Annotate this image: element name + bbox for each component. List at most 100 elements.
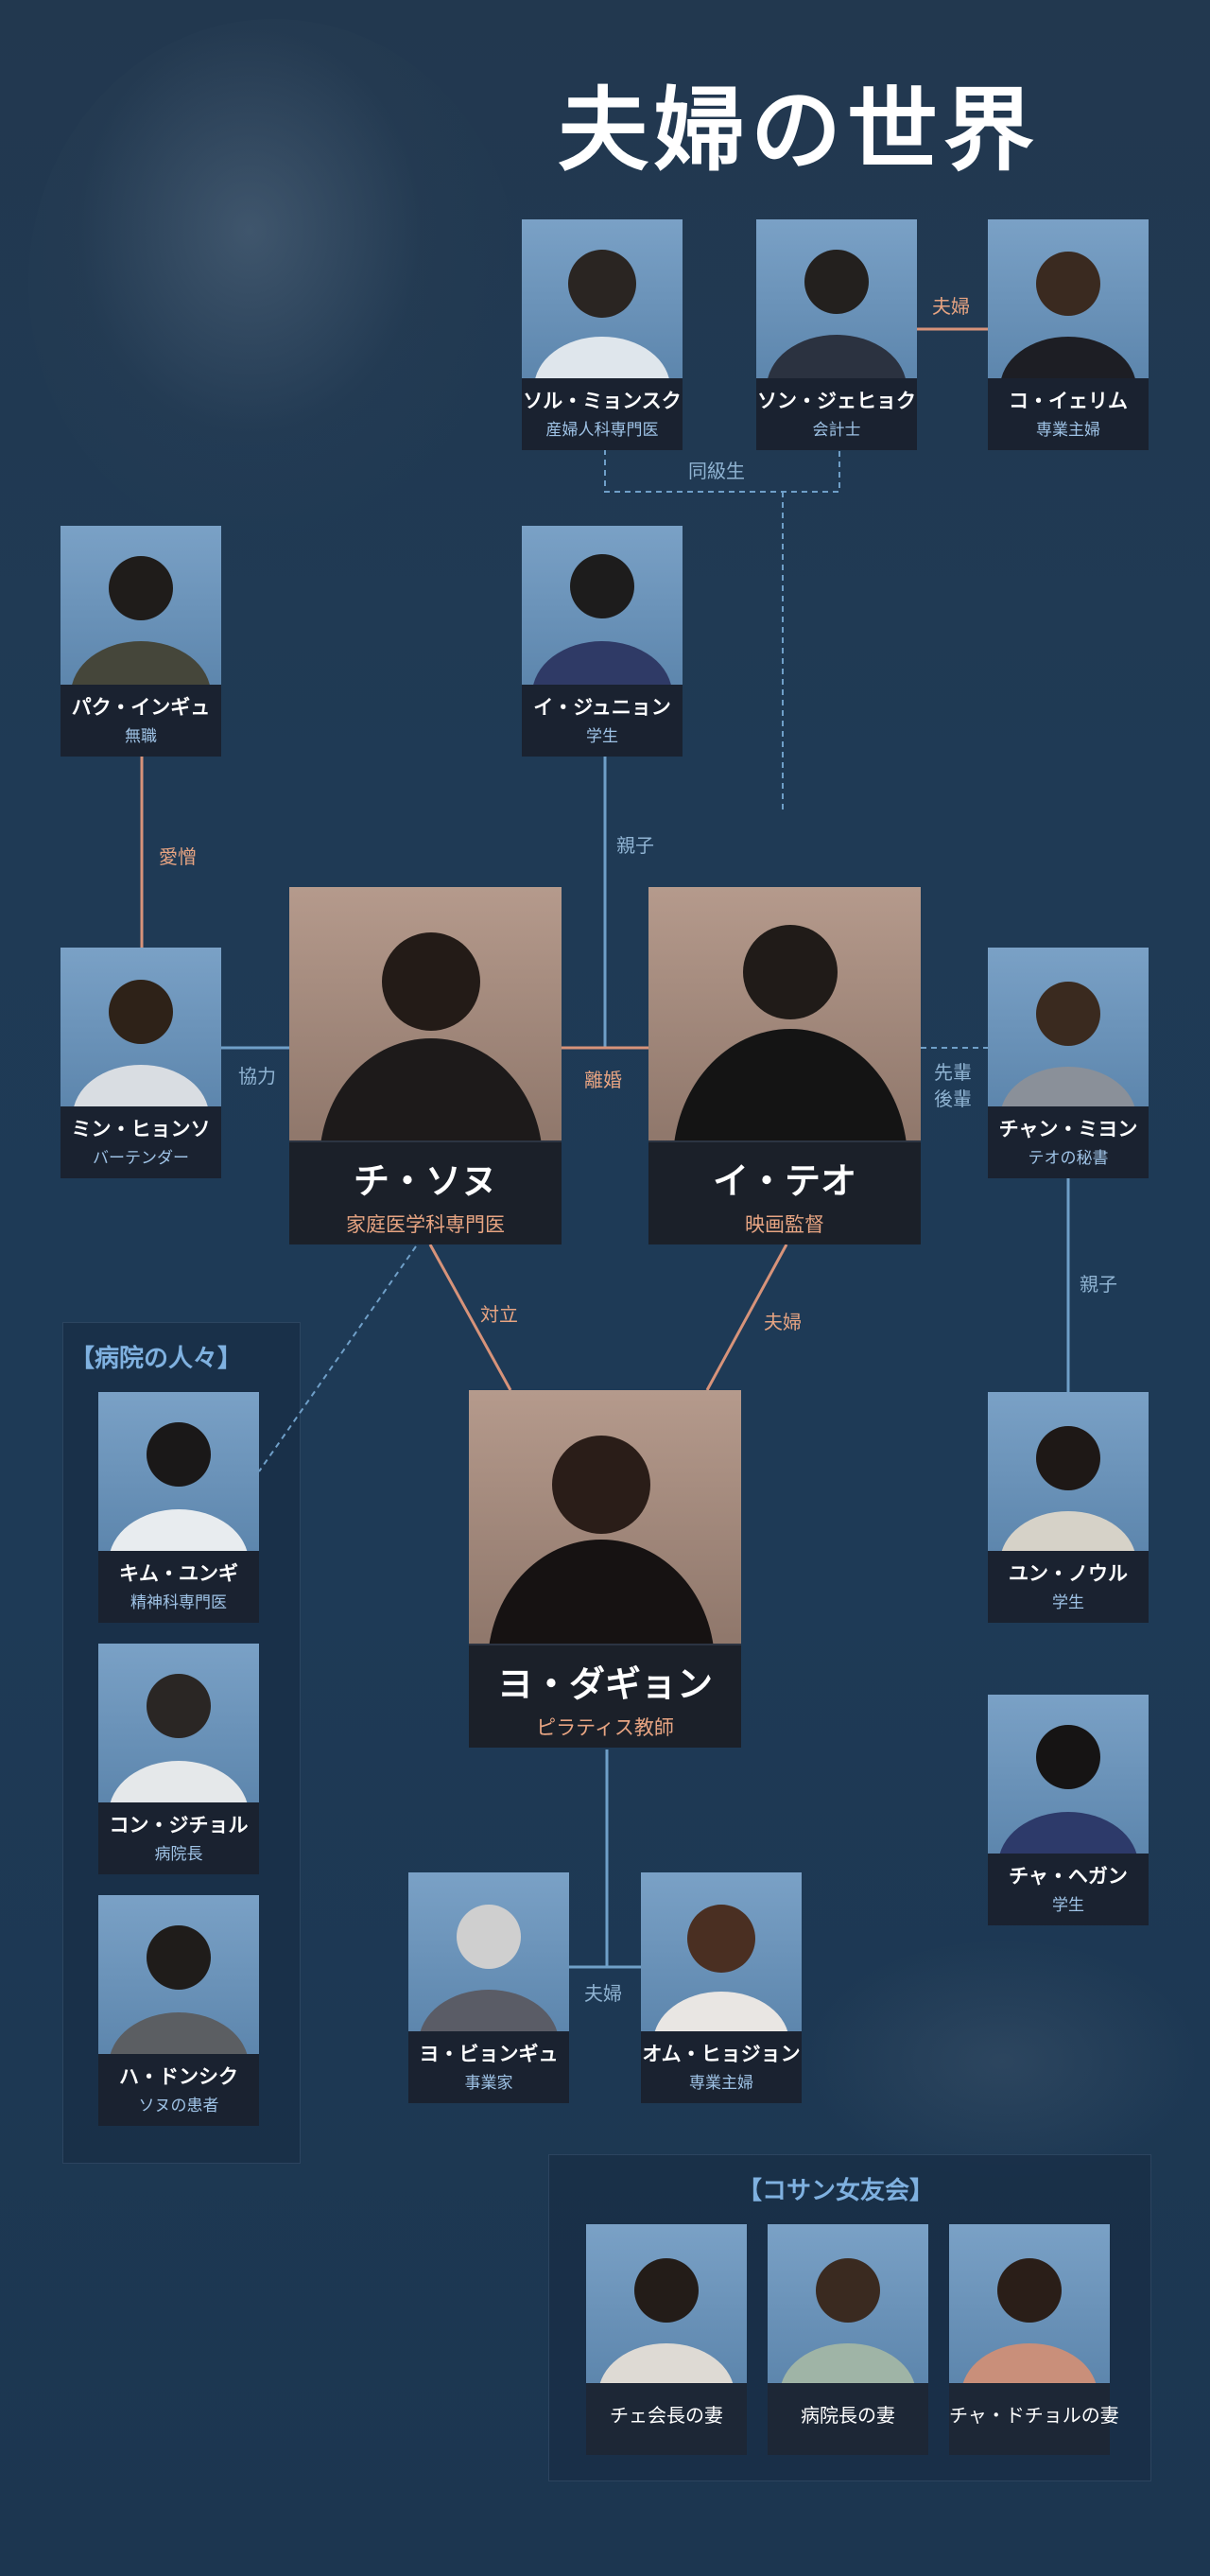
name-chan: チャン・ミヨン: [998, 1119, 1138, 1140]
portrait-taeo: [648, 887, 921, 1142]
edge-hospital-link: [258, 1245, 417, 1472]
role-ko: 専業主婦: [1036, 421, 1100, 439]
role-kong: 病院長: [154, 1845, 203, 1863]
role-yeo: 事業家: [464, 2074, 513, 2092]
portrait-son: [756, 219, 917, 378]
portrait-chan: [988, 948, 1149, 1106]
name-um: オム・ヒョジョン: [642, 2044, 801, 2065]
card-um[interactable]: オム・ヒョジョン専業主婦: [641, 1872, 802, 2103]
card-kong[interactable]: コン・ジチョル病院長: [98, 1644, 259, 1874]
background-portrait: [28, 19, 520, 548]
name-min: ミン・ヒョンソ: [71, 1119, 211, 1140]
portrait-wife1: [586, 2224, 747, 2383]
portrait-sol: [522, 219, 683, 378]
edge-yeo-um: [569, 1749, 641, 1969]
portrait-um: [641, 1872, 802, 2031]
role-dakyung: ピラティス教師: [536, 1717, 674, 1739]
card-wife1[interactable]: チェ会長の妻: [586, 2224, 747, 2455]
role-junyoung: 学生: [586, 727, 618, 745]
label-love-hate: 愛憎: [159, 847, 197, 868]
portrait-wife2: [768, 2224, 928, 2383]
label-senior: 先輩: [934, 1063, 972, 1084]
card-sunwoo[interactable]: チ・ソヌ家庭医学科専門医: [289, 887, 562, 1244]
role-chan: テオの秘書: [1028, 1149, 1109, 1167]
card-sol[interactable]: ソル・ミョンスク産婦人科専門医: [522, 219, 683, 450]
portrait-ha: [98, 1895, 259, 2054]
name-junyoung: イ・ジュニョン: [533, 697, 671, 719]
name-kim: キム・ユンギ: [119, 1563, 238, 1585]
label-parent-child-1: 親子: [616, 836, 654, 857]
portrait-wife3: [949, 2224, 1110, 2383]
card-park[interactable]: パク・インギュ無職: [60, 526, 221, 757]
card-taeo[interactable]: イ・テオ映画監督: [648, 887, 921, 1244]
name-taeo: イ・テオ: [712, 1159, 856, 1202]
page-title: 夫婦の世界: [558, 77, 1040, 183]
role-kim: 精神科専門医: [130, 1593, 227, 1611]
label-cooperation: 協力: [238, 1067, 276, 1088]
card-dakyung[interactable]: ヨ・ダギョンピラティス教師: [469, 1390, 741, 1748]
name-park: パク・インギュ: [71, 697, 211, 719]
label-yeo-um: 夫婦: [584, 1984, 622, 2005]
portrait-kim: [98, 1392, 259, 1551]
role-yun: 学生: [1052, 1593, 1084, 1611]
name-sol: ソル・ミョンスク: [523, 391, 682, 412]
name-wife1: チェ会長の妻: [610, 2406, 723, 2427]
name-wife2: 病院長の妻: [801, 2406, 895, 2427]
card-kim[interactable]: キム・ユンギ精神科専門医: [98, 1392, 259, 1623]
card-wife2[interactable]: 病院長の妻: [768, 2224, 928, 2455]
label-confront: 対立: [480, 1305, 518, 1326]
label-taeo-dakyung: 夫婦: [764, 1313, 802, 1333]
name-dakyung: ヨ・ダギョン: [496, 1662, 713, 1705]
background-decoration: [804, 1939, 1201, 2184]
role-taeo: 映画監督: [745, 1214, 824, 1236]
portrait-junyoung: [522, 526, 683, 685]
card-yun[interactable]: ユン・ノウル学生: [988, 1392, 1149, 1623]
name-sunwoo: チ・ソヌ: [353, 1159, 497, 1202]
portrait-park: [60, 526, 221, 685]
name-kong: コン・ジチョル: [109, 1815, 249, 1836]
name-wife3: チャ・ドチョルの妻: [949, 2406, 1119, 2427]
portrait-yun: [988, 1392, 1149, 1551]
role-sol: 産婦人科専門医: [545, 421, 659, 439]
role-sunwoo: 家庭医学科専門医: [346, 1214, 505, 1236]
card-chan[interactable]: チャン・ミヨンテオの秘書: [988, 948, 1149, 1178]
portrait-sunwoo: [289, 887, 562, 1142]
card-ko[interactable]: コ・イェリム専業主婦: [988, 219, 1149, 450]
portrait-cha: [988, 1695, 1149, 1854]
card-wife3[interactable]: チャ・ドチョルの妻: [949, 2224, 1119, 2455]
label-divorce: 離婚: [584, 1070, 622, 1091]
role-park: 無職: [125, 727, 157, 745]
portrait-ko: [988, 219, 1149, 378]
role-min: バーテンダー: [93, 1149, 189, 1167]
name-ko: コ・イェリム: [1009, 391, 1128, 412]
role-cha: 学生: [1052, 1896, 1084, 1914]
role-ha: ソヌの患者: [138, 2097, 219, 2115]
portrait-yeo: [408, 1872, 569, 2031]
card-junyoung[interactable]: イ・ジュニョン学生: [522, 526, 683, 757]
name-ha: ハ・ドンシク: [119, 2066, 238, 2088]
card-min[interactable]: ミン・ヒョンソバーテンダー: [60, 948, 221, 1178]
portrait-kong: [98, 1644, 259, 1802]
label-parent-child-2: 親子: [1080, 1275, 1117, 1296]
label-son-ko: 夫婦: [932, 297, 970, 318]
name-son: ソン・ジェヒョク: [757, 391, 916, 412]
card-yeo[interactable]: ヨ・ビョンギュ事業家: [408, 1872, 569, 2103]
name-yun: ユン・ノウル: [1009, 1563, 1128, 1585]
portrait-dakyung: [469, 1390, 741, 1645]
card-son[interactable]: ソン・ジェヒョク会計士: [756, 219, 917, 450]
edge-confront: [428, 1244, 512, 1391]
card-cha[interactable]: チャ・ヘガン学生: [988, 1695, 1149, 1925]
gosan-group-title: 【コサン女友会】: [737, 2176, 935, 2204]
edge-taeo-dakyung: [705, 1244, 788, 1391]
hospital-group-title: 【病院の人々】: [70, 1344, 243, 1372]
role-son: 会計士: [812, 421, 861, 439]
label-junior: 後輩: [934, 1089, 972, 1110]
name-cha: チャ・ヘガン: [1009, 1866, 1128, 1888]
card-ha[interactable]: ハ・ドンシクソヌの患者: [98, 1895, 259, 2126]
edge-classmates: [604, 449, 840, 813]
role-um: 専業主婦: [689, 2074, 753, 2092]
portrait-min: [60, 948, 221, 1106]
label-classmates: 同級生: [688, 461, 745, 482]
